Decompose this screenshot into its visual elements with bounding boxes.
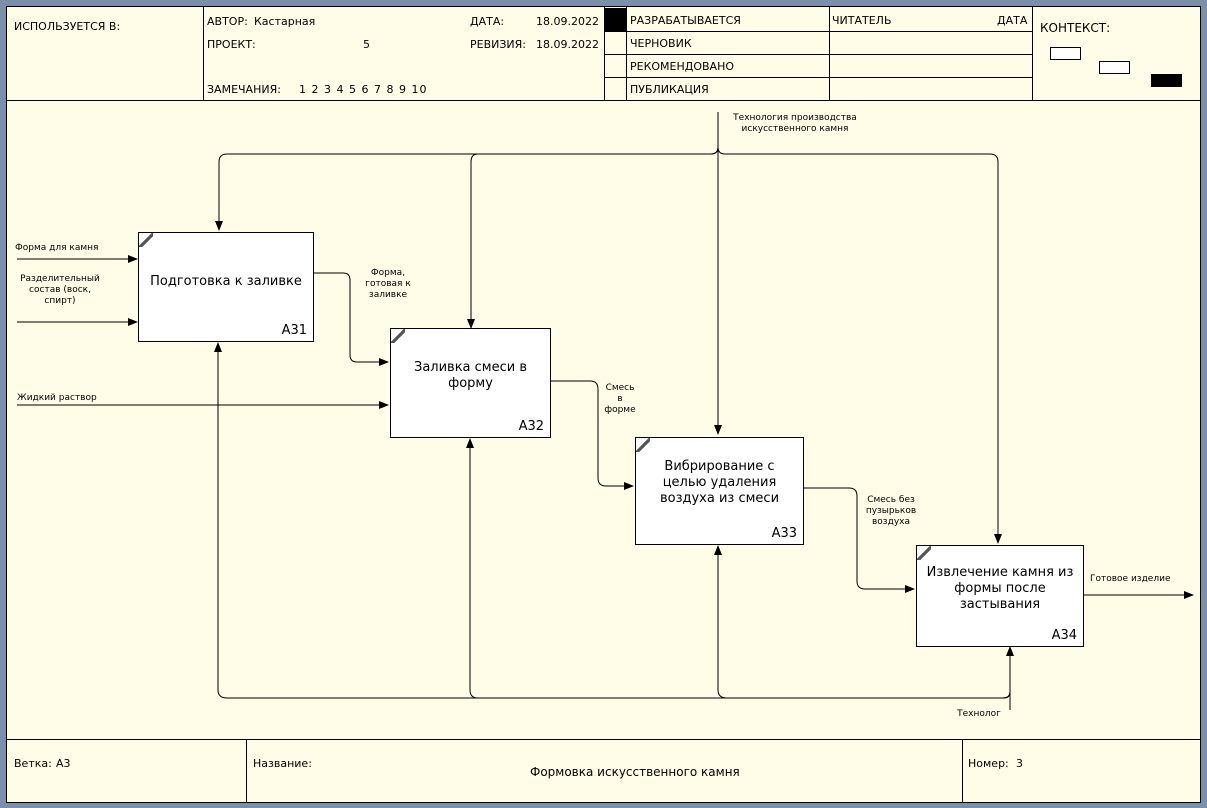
activity-number: A33 — [771, 526, 797, 541]
status-recommended: РЕКОМЕНДОВАНО — [630, 60, 735, 73]
input-liquid-label: Жидкий раствор — [17, 393, 97, 403]
header-bottom-line — [6, 100, 1201, 101]
header-divider — [203, 6, 204, 100]
mechanism-arrow-a31 — [214, 342, 1011, 699]
control-label: Технология производства искусственного к… — [733, 113, 857, 134]
footer-divider — [962, 739, 963, 803]
notes-label: ЗАМЕЧАНИЯ: — [207, 83, 281, 96]
reader-label: ЧИТАТЕЛЬ — [832, 14, 892, 27]
activity-title: Извлечение камня из формы после застыван… — [926, 565, 1074, 612]
activity-box-a31[interactable]: Подготовка к заливке A31 — [138, 232, 314, 342]
mix-in-form-label: Смесь в форме — [604, 383, 636, 415]
activity-number: A32 — [518, 419, 544, 434]
activity-number: A34 — [1051, 628, 1077, 643]
status-working: РАЗРАБАТЫВАЕТСЯ — [630, 14, 741, 27]
date-value: 18.09.2022 — [536, 15, 599, 28]
input-release-label: Разделительный состав (воск, спирт) — [20, 274, 100, 306]
context-box — [1099, 61, 1130, 74]
activity-title: Заливка смеси в форму — [413, 360, 527, 391]
input-form-label: Форма для камня — [15, 243, 99, 253]
status-draft: ЧЕРНОВИК — [630, 37, 692, 50]
status-row-line — [604, 31, 1032, 32]
box-corner-mark — [139, 233, 153, 247]
notes-value: 1 2 3 4 5 6 7 8 9 10 — [299, 83, 428, 96]
box-corner-mark — [917, 546, 931, 560]
node-label: Ветка: — [14, 757, 52, 770]
activity-box-a34[interactable]: Извлечение камня из формы после застыван… — [916, 545, 1084, 647]
control-arrow-a34 — [717, 146, 1002, 544]
revision-value: 18.09.2022 — [536, 38, 599, 51]
date-label: ДАТА: — [470, 15, 505, 28]
header-divider — [626, 6, 627, 100]
mix-in-form-arrow — [551, 380, 634, 490]
activity-box-a32[interactable]: Заливка смеси в форму A32 — [390, 328, 551, 438]
header-divider — [829, 6, 830, 100]
project-label: ПРОЕКТ: — [207, 38, 256, 51]
footer-divider — [246, 739, 247, 803]
mix-no-bubbles-label: Смесь без пузырьков воздуха — [865, 495, 917, 527]
status-row-line — [604, 54, 1032, 55]
form-ready-label: Форма, готовая к заливке — [365, 268, 411, 300]
mechanism-label: Технолог — [957, 709, 1001, 719]
activity-box-a33[interactable]: Вибрирование с целью удаления воздуха из… — [635, 437, 804, 545]
output-label: Готовое изделие — [1090, 574, 1171, 584]
footer-top-line — [6, 739, 1201, 740]
node-value: A3 — [56, 757, 71, 770]
box-corner-mark — [636, 438, 650, 452]
context-box-current — [1151, 74, 1182, 87]
author-label: АВТОР: — [207, 15, 248, 28]
status-current-marker — [605, 8, 626, 31]
context-box — [1050, 47, 1081, 60]
reader-date-label: ДАТА — [997, 14, 1028, 27]
revision-label: РЕВИЗИЯ: — [470, 38, 526, 51]
mix-no-bubbles-arrow — [804, 487, 915, 593]
form-ready-arrow — [314, 272, 389, 366]
diagram-title: Формовка искусственного камня — [530, 765, 740, 779]
context-label: КОНТЕКСТ: — [1040, 21, 1111, 35]
activity-title: Подготовка к заливке — [150, 274, 302, 289]
author-value: Кастарная — [254, 15, 316, 28]
project-value: 5 — [363, 38, 370, 51]
used-in-label: ИСПОЛЬЗУЕТСЯ В: — [14, 20, 121, 33]
status-row-line — [604, 77, 1032, 78]
header-divider — [1032, 6, 1033, 100]
number-value: 3 — [1016, 757, 1023, 770]
activity-number: A31 — [281, 323, 307, 338]
header-divider — [604, 6, 605, 100]
control-arrow-a32 — [467, 146, 719, 329]
control-arrow-a31 — [215, 146, 719, 231]
number-label: Номер: — [968, 757, 1009, 770]
activity-title: Вибрирование с целью удаления воздуха из… — [659, 459, 780, 506]
title-label: Название: — [253, 757, 312, 770]
status-publication: ПУБЛИКАЦИЯ — [630, 83, 709, 96]
box-corner-mark — [391, 329, 405, 343]
